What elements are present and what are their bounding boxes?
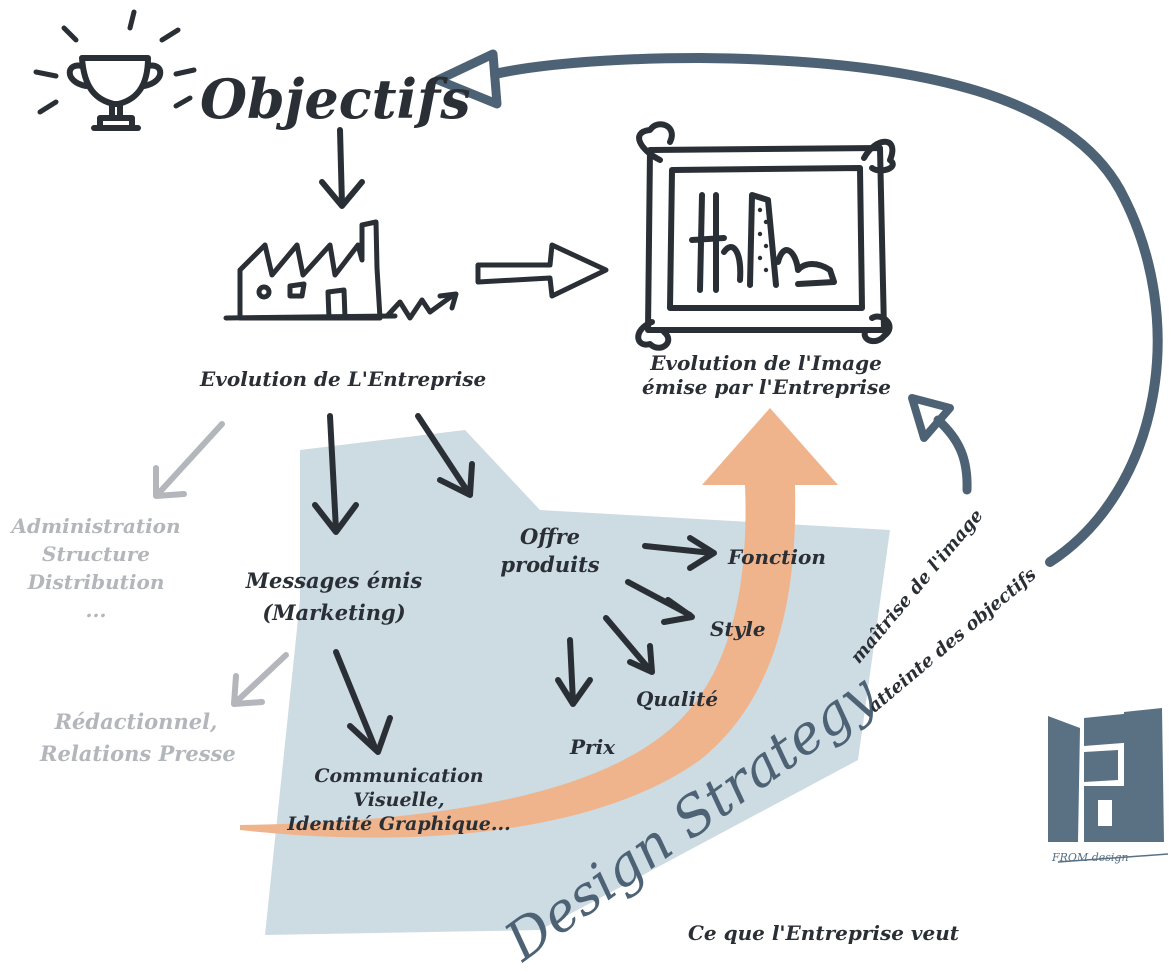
label-redactionnel: Rédactionnel, Relations Presse (40, 706, 236, 769)
factory-icon (223, 219, 459, 321)
offre-line: Offre (519, 524, 581, 549)
messages-line: (Marketing) (262, 599, 406, 625)
label-style: Style (710, 617, 766, 641)
communication-line: Identité Graphique... (287, 812, 511, 835)
diagram-canvas: Objectifs Evolution de L'Entreprise Evol… (8, 9, 1169, 973)
bottom-caption: Ce que l'Entreprise veut (688, 921, 960, 945)
label-qualite: Qualité (636, 687, 719, 711)
label-administration: Administration Structure Distribution ..… (8, 512, 184, 624)
dark-arrows (312, 413, 717, 755)
admin-line: Structure (42, 542, 150, 566)
picture-frame-icon (635, 121, 896, 351)
frame-dots (757, 207, 769, 273)
feedback-arrow-head (433, 49, 502, 109)
admin-line: Administration (11, 514, 181, 538)
redac-line: Relations Presse (40, 740, 236, 766)
redac-line: Rédactionnel, (54, 709, 218, 734)
communication-line: Visuelle, (353, 788, 445, 811)
design-strategy-arrow (240, 408, 838, 838)
gray-arrows (153, 421, 289, 707)
label-messages: Messages émis (Marketing) (244, 565, 424, 628)
label-evolution-image-line2: émise par l'Entreprise (642, 374, 891, 399)
label-evolution-image: Evolution de l'Image émise par l'Entrepr… (642, 351, 891, 399)
label-evolution-entreprise: Evolution de L'Entreprise (200, 367, 487, 391)
logo-text: FROM design (1052, 851, 1129, 864)
strategy-panel (265, 430, 890, 935)
label-communication: Communication Visuelle, Identité Graphiq… (286, 765, 512, 836)
messages-line: Messages émis (245, 568, 423, 593)
label-prix: Prix (570, 735, 616, 759)
offre-line: produits (500, 552, 600, 578)
maitrise-arrow (933, 415, 972, 495)
maitrise-arrow-head (908, 394, 954, 442)
diagram-graphics (33, 9, 1169, 935)
admin-line: ... (85, 598, 107, 622)
feedback-arrow (490, 52, 1163, 567)
label-evolution-image-line1: Evolution de l'Image (650, 351, 882, 375)
fromdesign-logo (1048, 708, 1169, 863)
sparkle-lines (33, 9, 197, 115)
arrow-objectifs-down (319, 127, 365, 209)
trophy-icon (66, 55, 164, 131)
label-fonction: Fonction (728, 545, 826, 569)
admin-line: Distribution (27, 570, 165, 594)
objectifs-title: Objectifs (200, 67, 471, 131)
label-offre: Offre produits (490, 523, 610, 580)
hollow-arrow-icon (475, 242, 609, 299)
communication-line: Communication (314, 765, 484, 787)
